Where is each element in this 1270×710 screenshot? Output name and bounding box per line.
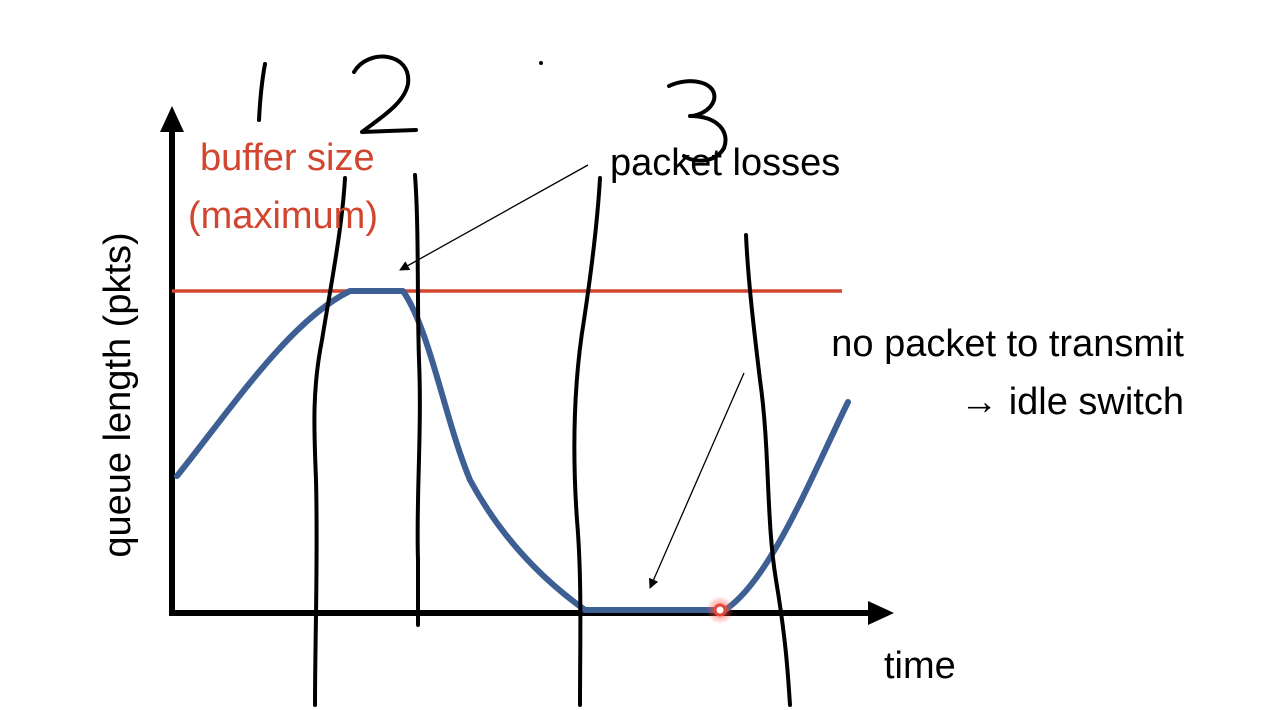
hand-line-a	[312, 176, 347, 707]
buffer-size-label-line1: buffer size	[200, 137, 375, 179]
y-axis-arrowhead	[160, 106, 184, 132]
hand-drawn-lines	[312, 173, 792, 707]
handwritten-numbers	[257, 54, 728, 163]
idle-label-line2: → idle switch	[960, 381, 1184, 423]
handwritten-2	[352, 54, 418, 134]
stray-dot	[539, 61, 543, 65]
idle-marker	[706, 596, 734, 624]
x-axis-label: time	[884, 645, 956, 687]
axes	[160, 106, 894, 625]
buffer-size-label-line2: (maximum)	[188, 195, 378, 237]
idle-switch-arrow	[649, 372, 745, 589]
y-axis-label: queue length (pkts)	[97, 232, 139, 557]
hand-line-c	[572, 176, 602, 707]
hand-line-d	[744, 233, 792, 707]
packet-losses-label: packet losses	[610, 142, 840, 184]
packet-losses-arrow	[399, 164, 589, 271]
queue-length-curve	[174, 288, 851, 613]
handwritten-1	[257, 62, 267, 122]
handwritten-3	[667, 79, 728, 163]
idle-label-line1: no packet to transmit	[831, 323, 1184, 365]
x-axis-arrowhead	[868, 601, 894, 625]
hand-line-b	[413, 173, 422, 627]
